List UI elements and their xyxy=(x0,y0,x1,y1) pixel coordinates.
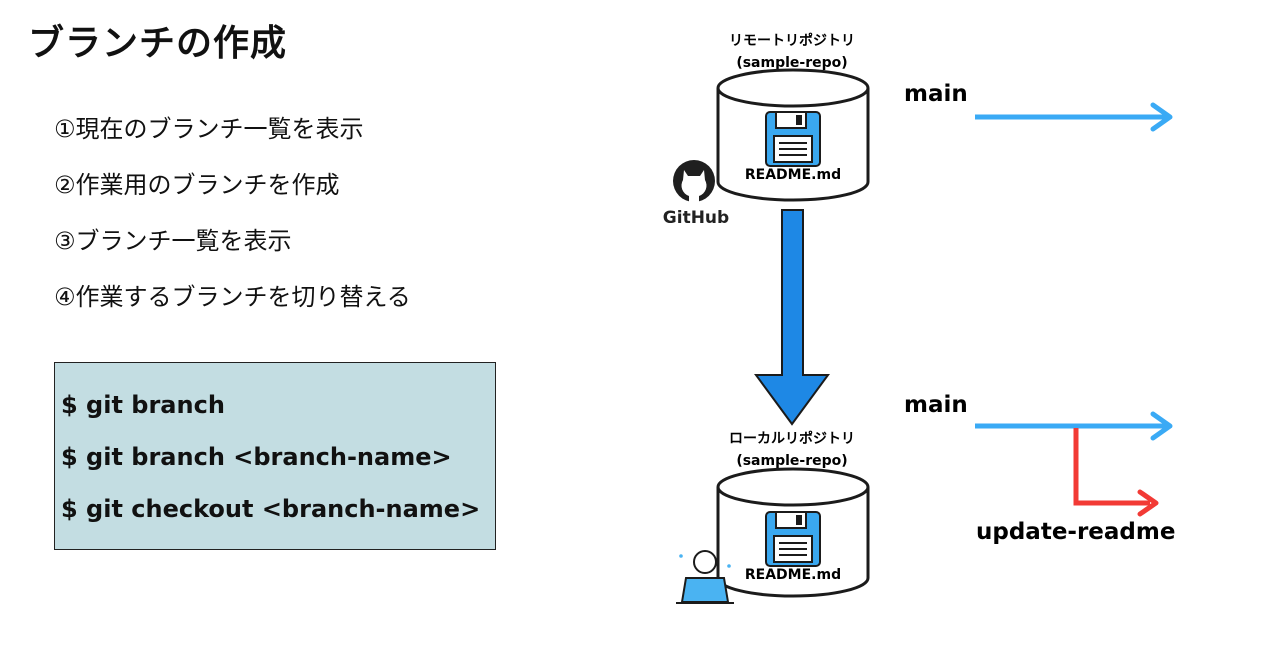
page-title: ブランチの作成 xyxy=(28,23,288,64)
feature-branch-label: update-readme xyxy=(976,519,1175,545)
command-box: $ git branch $ git branch <branch-name> … xyxy=(54,362,496,550)
remote-main-arrow xyxy=(975,102,1173,132)
local-repo-name: (sample-repo) xyxy=(736,453,847,469)
step-item: ③ブランチ一覧を表示 xyxy=(54,227,292,255)
github-icon: GitHub xyxy=(663,160,729,228)
local-readme-label: README.md xyxy=(745,567,841,583)
local-main-arrow xyxy=(975,411,1173,441)
local-main-label: main xyxy=(904,392,968,418)
remote-main-label: main xyxy=(904,81,968,107)
remote-repo-title: リモートリポジトリ xyxy=(729,32,855,49)
local-repo-cylinder: README.md xyxy=(716,467,870,598)
command-line: $ git checkout <branch-name> xyxy=(61,495,481,523)
remote-readme-label: README.md xyxy=(745,167,841,183)
step-item: ②作業用のブランチを作成 xyxy=(54,171,340,199)
clone-arrow xyxy=(754,209,830,426)
command-line: $ git branch xyxy=(61,391,225,419)
command-line: $ git branch <branch-name> xyxy=(61,443,452,471)
remote-repo-name: (sample-repo) xyxy=(736,55,847,71)
local-repo-title: ローカルリポジトリ xyxy=(729,430,855,447)
remote-repo-cylinder: README.md xyxy=(716,68,870,202)
steps-list: ①現在のブランチ一覧を表示 ②作業用のブランチを作成 ③ブランチ一覧を表示 ④作… xyxy=(54,112,411,336)
floppy-disk-icon xyxy=(765,111,821,167)
step-item: ④作業するブランチを切り替える xyxy=(54,283,411,311)
feature-branch-arrow xyxy=(1073,428,1159,517)
step-item: ①現在のブランチ一覧を表示 xyxy=(54,115,364,143)
user-laptop-icon xyxy=(676,550,734,604)
floppy-disk-icon xyxy=(765,511,821,567)
github-logo-text: GitHub xyxy=(663,208,729,228)
